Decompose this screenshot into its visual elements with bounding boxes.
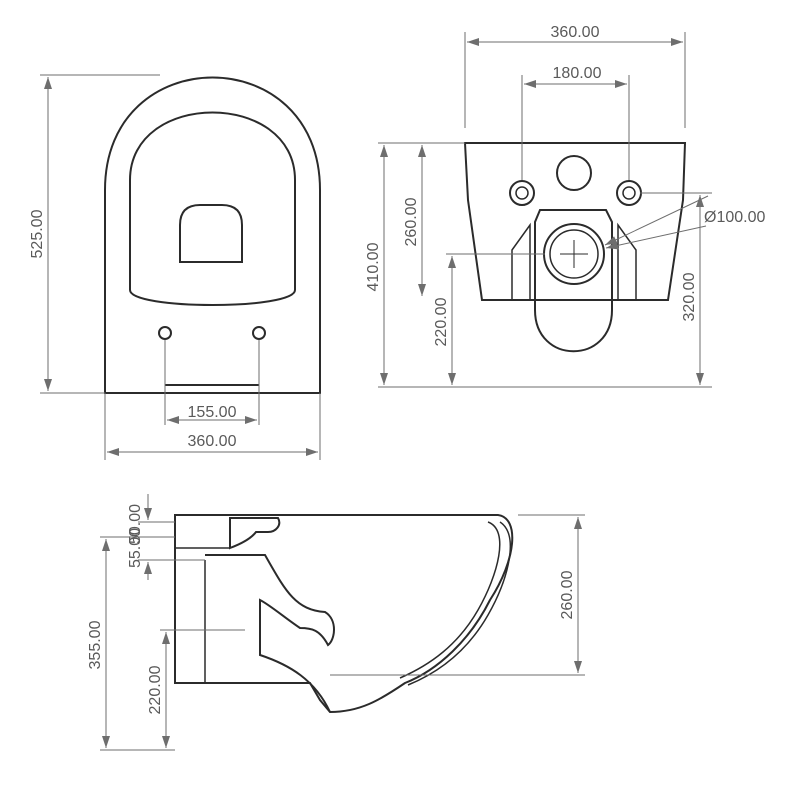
rear-bolt-height-dim-label: 260.00 [403, 197, 420, 246]
side-inlet-height-dim-label: 50.00 [127, 504, 144, 544]
rear-width-dim-label: 360.00 [551, 24, 600, 41]
side-total-height-dim-label: 355.00 [87, 620, 104, 669]
front-height-dim-label: 525.00 [29, 209, 46, 258]
rear-left-flange [511, 222, 531, 301]
rear-bolt-left-inner [515, 186, 529, 200]
rear-diameter-leader-2 [605, 225, 707, 250]
rear-right-flange [617, 222, 637, 301]
rear-right-height-dim-label: 320.00 [681, 272, 698, 321]
front-rim-opening [179, 204, 243, 263]
rear-view: 360.00 180.00 Ø100.00 410.00 260.00 220.… [365, 24, 765, 388]
side-bowl-inner-curve-2 [407, 521, 512, 686]
front-width-dim-label: 360.00 [188, 433, 237, 450]
side-depth-dim-label: 260.00 [559, 570, 576, 619]
rear-outlet-inner [549, 229, 599, 279]
front-bowl-outline [104, 76, 321, 394]
side-trapway [205, 554, 335, 713]
side-inlet-offset-dim-label: 55.00 [127, 528, 144, 568]
rear-outlet-height-dim-label: 220.00 [433, 297, 450, 346]
front-fixing-dim-label: 155.00 [188, 404, 237, 421]
side-body-outline [174, 514, 514, 714]
rear-height-dim-label: 410.00 [365, 242, 382, 291]
rear-inlet-hole [556, 155, 592, 191]
front-view: 525.00 155.00 360.00 [29, 74, 321, 460]
front-seat-outline [129, 111, 296, 306]
rear-outlet-spigot [534, 209, 613, 353]
rear-bolt-right-outer [616, 180, 642, 206]
rear-diameter-dim-label: Ø100.00 [704, 209, 765, 226]
rear-bolt-left-outer [509, 180, 535, 206]
front-fixing-hole-right [252, 326, 266, 340]
side-outlet-height-dim-label: 220.00 [147, 665, 164, 714]
rear-bolt-right-inner [622, 186, 636, 200]
rear-bolt-dim-label: 180.00 [553, 65, 602, 82]
rear-diameter-leader-1 [604, 195, 709, 246]
rear-body-outline [463, 142, 687, 301]
side-bowl-inner-curve [399, 521, 501, 679]
side-view: 55.00 50.00 355.00 220.00 260.00 [87, 494, 585, 751]
side-inlet-connector [229, 517, 281, 550]
front-fixing-hole-left [158, 326, 172, 340]
